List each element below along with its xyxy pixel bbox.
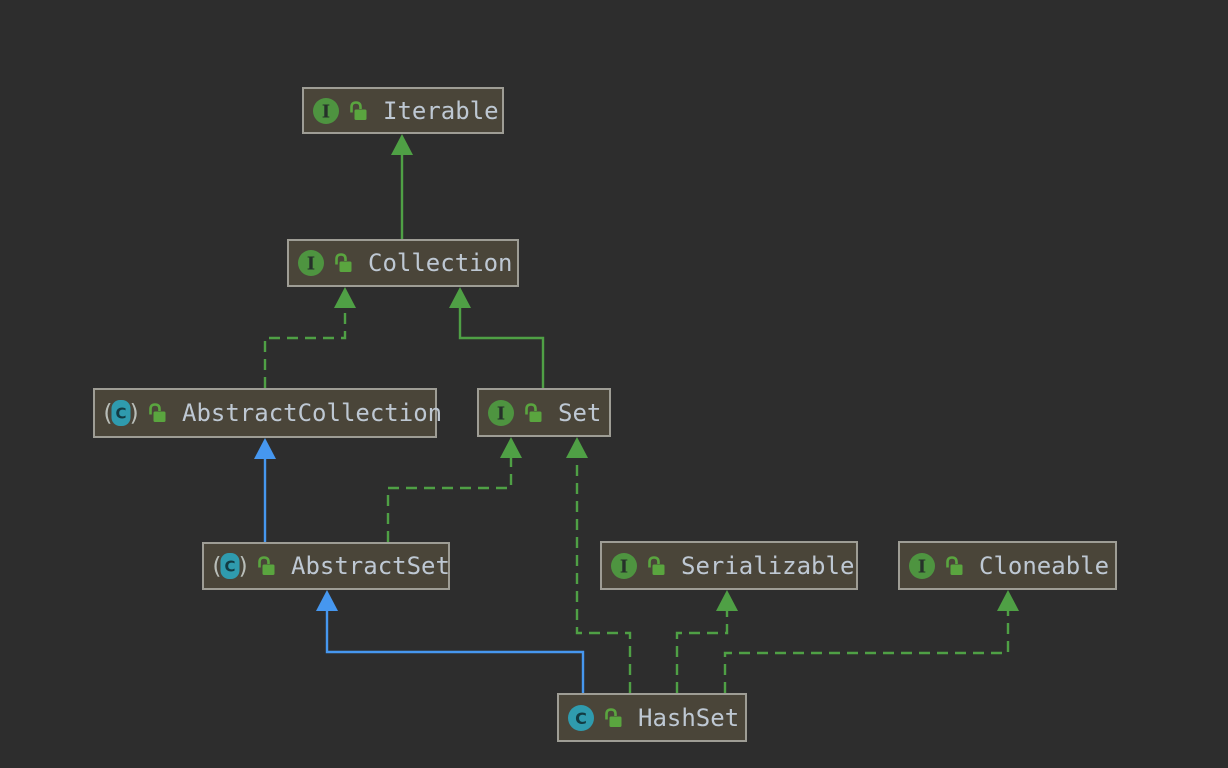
edge-set-extends-collection[interactable] — [449, 287, 545, 388]
node-label: Cloneable — [979, 551, 1110, 580]
unlocked-lock-icon — [603, 707, 622, 729]
unlocked-lock-icon — [944, 555, 963, 577]
edge-abstractset-implements-set[interactable] — [386, 437, 522, 542]
unlocked-lock-icon — [646, 555, 665, 577]
arrowhead-up-icon — [334, 287, 356, 308]
interface-node-set[interactable]: I Set — [477, 388, 611, 437]
unlocked-lock-icon — [256, 555, 275, 577]
arrowhead-up-icon — [449, 287, 471, 308]
interface-icon: I — [610, 552, 638, 580]
arrowhead-up-icon — [500, 437, 522, 458]
unlocked-lock-icon — [333, 252, 352, 274]
interface-icon: I — [297, 249, 325, 277]
interface-icon: I — [908, 552, 936, 580]
svg-text:): ) — [128, 401, 139, 427]
abstract-class-node-abstract-collection[interactable]: (C) AbstractCollection — [93, 388, 442, 438]
svg-text:I: I — [918, 556, 926, 577]
svg-text:I: I — [307, 254, 315, 275]
svg-text:): ) — [237, 554, 248, 580]
node-label: Serializable — [681, 551, 855, 580]
svg-text:(: ( — [212, 554, 223, 580]
arrowhead-up-icon — [997, 590, 1019, 611]
interface-icon: I — [487, 399, 515, 427]
edge-hashset-implements-serializable[interactable] — [675, 590, 738, 693]
abstract-class-icon: (C) — [212, 552, 248, 580]
node-label: AbstractSet — [291, 552, 450, 580]
unlocked-lock-icon — [147, 402, 166, 424]
edge-hashset-implements-set[interactable] — [566, 437, 632, 693]
edge-abstractcollection-implements-collection[interactable] — [263, 287, 356, 388]
unlocked-lock-icon — [523, 402, 542, 424]
arrowhead-up-icon — [391, 134, 413, 155]
svg-text:I: I — [497, 403, 505, 424]
svg-text:C: C — [224, 558, 235, 576]
abstract-class-node-abstract-set[interactable]: (C) AbstractSet — [202, 542, 450, 590]
node-label: AbstractCollection — [182, 399, 443, 427]
class-node-hashset[interactable]: C HashSet — [557, 693, 747, 742]
svg-text:C: C — [115, 405, 126, 423]
interface-node-cloneable[interactable]: I Cloneable — [898, 541, 1117, 590]
node-label: HashSet — [638, 703, 740, 732]
abstract-class-icon: (C) — [103, 399, 139, 427]
arrowhead-up-icon — [716, 590, 738, 611]
interface-node-collection[interactable]: I Collection — [287, 239, 519, 287]
interface-node-serializable[interactable]: I Serializable — [600, 541, 858, 590]
node-label: Iterable — [383, 96, 499, 125]
svg-text:I: I — [322, 101, 330, 122]
edge-hashset-extends-abstractset[interactable] — [316, 590, 585, 693]
svg-text:C: C — [575, 709, 587, 728]
node-label: Collection — [368, 249, 513, 277]
node-label: Set — [558, 398, 602, 427]
unlocked-lock-icon — [348, 100, 367, 122]
arrowhead-up-icon — [566, 437, 588, 458]
svg-text:(: ( — [103, 401, 114, 427]
edge-collection-extends-iterable[interactable] — [391, 134, 413, 239]
edge-hashset-implements-cloneable[interactable] — [723, 590, 1019, 693]
edge-abstractset-extends-abstractcollection[interactable] — [254, 438, 276, 542]
interface-icon: I — [312, 97, 340, 125]
interface-node-iterable[interactable]: I Iterable — [302, 87, 504, 134]
svg-text:I: I — [620, 556, 628, 577]
class-icon: C — [567, 704, 595, 732]
arrowhead-up-icon — [254, 438, 276, 459]
arrowhead-up-icon — [316, 590, 338, 611]
